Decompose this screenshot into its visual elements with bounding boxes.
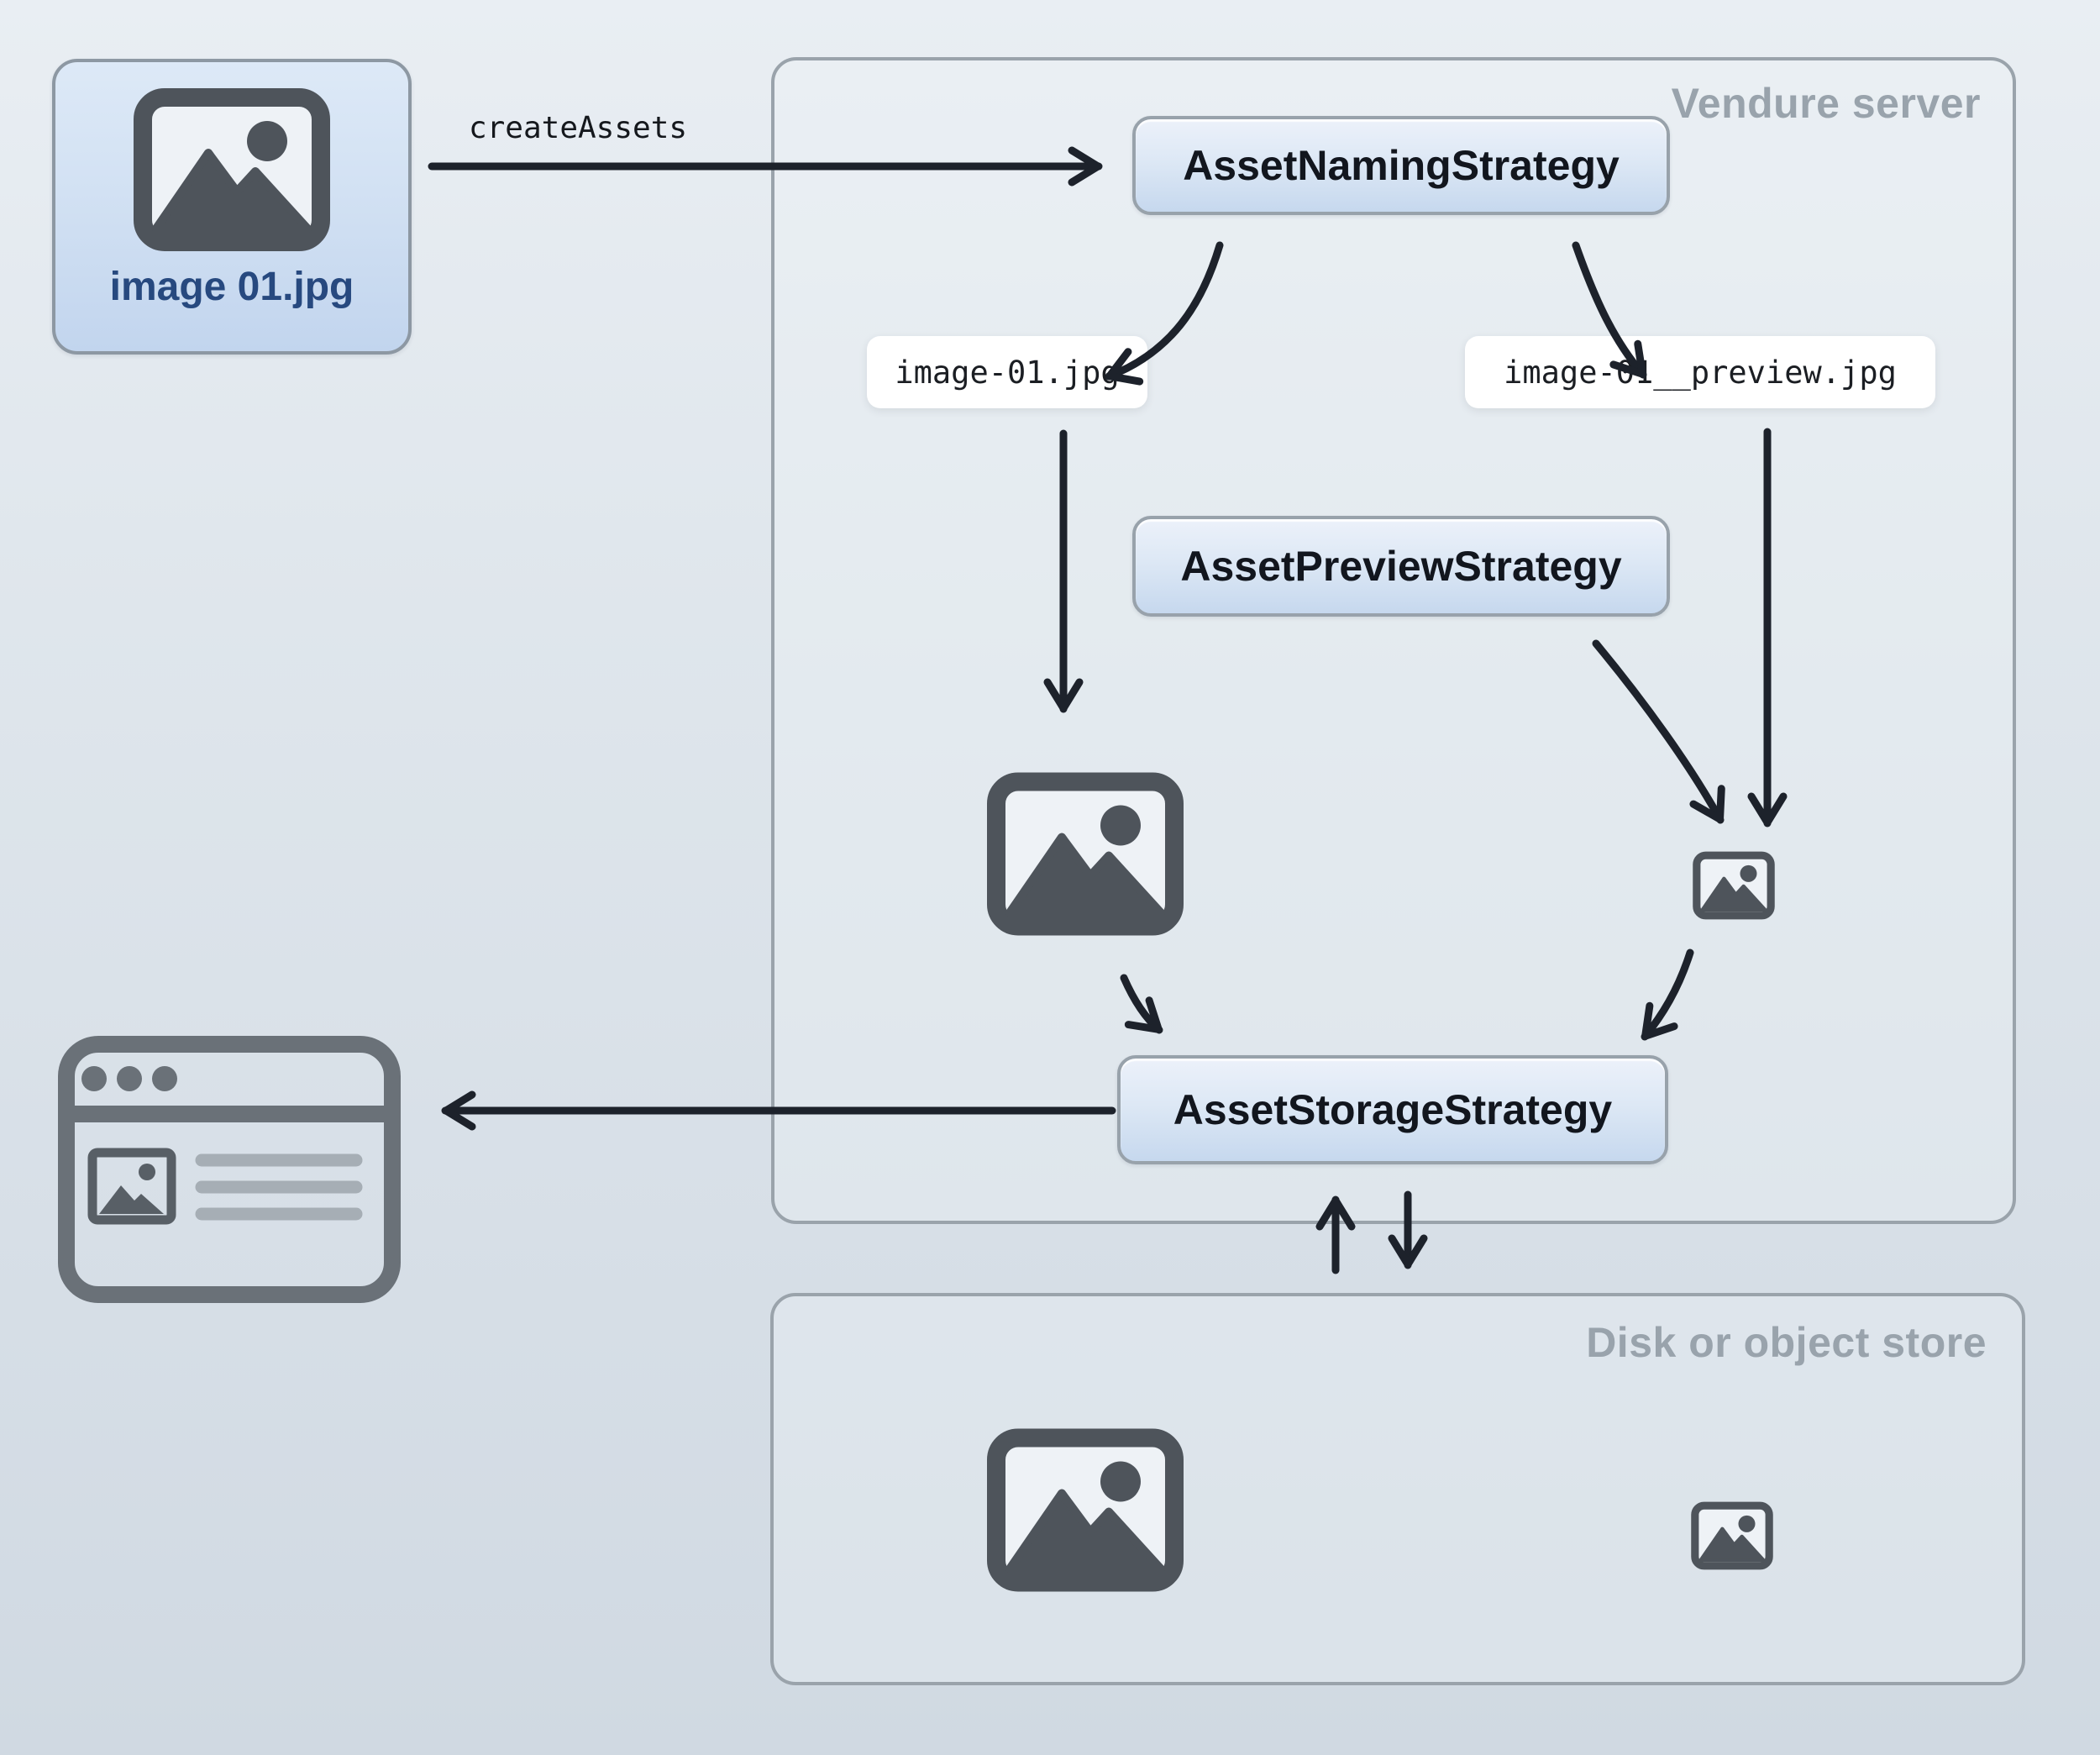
asset-storage-strategy-label: AssetStorageStrategy [1173, 1086, 1613, 1133]
disk-store-container: Disk or object store [770, 1293, 2025, 1685]
asset-preview-strategy-label: AssetPreviewStrategy [1180, 543, 1622, 590]
original-image-icon [984, 768, 1186, 940]
source-file-node: image 01.jpg [52, 59, 412, 355]
disk-store-title: Disk or object store [1586, 1319, 1987, 1366]
vendure-server-title: Vendure server [1671, 80, 1981, 127]
source-file-label: image 01.jpg [109, 265, 354, 309]
original-filename-text: image-01.jpg [895, 354, 1120, 391]
preview-filename-pill: image-01__preview.jpg [1465, 336, 1935, 408]
preview-image-icon [1692, 849, 1776, 922]
browser-window-icon [58, 1036, 401, 1303]
stored-preview-image-icon [1690, 1500, 1774, 1572]
asset-storage-strategy-node: AssetStorageStrategy [1117, 1055, 1668, 1164]
asset-naming-strategy-node: AssetNamingStrategy [1132, 116, 1670, 215]
original-filename-pill: image-01.jpg [867, 336, 1147, 408]
image-icon [131, 86, 333, 254]
vendure-server-container: Vendure server [771, 57, 2016, 1224]
asset-preview-strategy-node: AssetPreviewStrategy [1132, 516, 1670, 617]
stored-original-image-icon [984, 1424, 1186, 1596]
preview-filename-text: image-01__preview.jpg [1504, 354, 1897, 391]
asset-naming-strategy-label: AssetNamingStrategy [1183, 142, 1620, 189]
thumbnail-image-icon [87, 1148, 176, 1225]
create-assets-label: createAssets [468, 111, 688, 145]
